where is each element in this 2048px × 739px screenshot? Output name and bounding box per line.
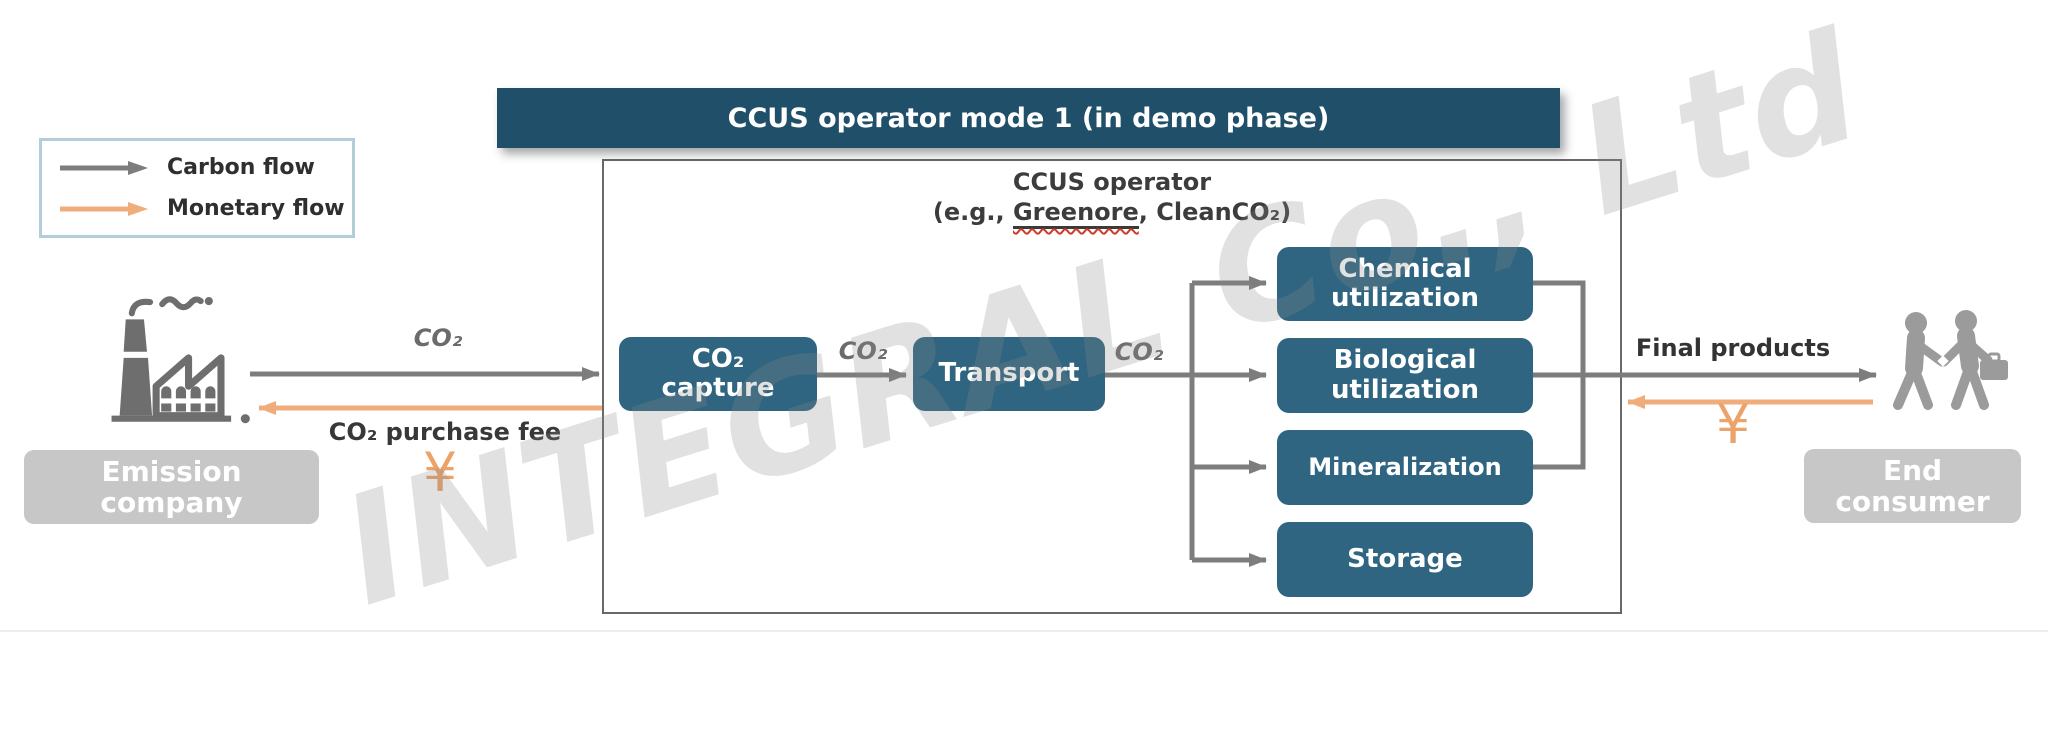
emission-company-label: Emission company [100,454,243,519]
operator-company-2: CleanCO₂ [1156,198,1281,226]
subtitle-suffix: ) [1280,198,1292,226]
legend-label-carbon: Carbon flow [167,155,315,180]
node-transport: Transport [913,337,1105,411]
node-mineralization-label: Mineralization [1308,453,1502,482]
end-consumer-label: End consumer [1835,453,1990,518]
co2-label-emission: CO₂ [413,324,463,352]
node-chemical-utilization: Chemical utilization [1277,247,1533,321]
node-storage-label: Storage [1347,543,1463,574]
yen-symbol-right: ¥ [1715,393,1751,456]
emission-company-badge: Emission company [24,450,319,524]
co2-label-capture-out: CO₂ [838,337,888,365]
carbon-flow-arrow-icon [60,160,148,175]
diagram-title: CCUS operator mode 1 (in demo phase) [727,102,1330,134]
node-mineralization: Mineralization [1277,430,1533,505]
legend-row-carbon: Carbon flow [58,155,352,180]
node-co2-capture-label: CO₂ capture [661,343,775,403]
co2-label-transport-out: CO₂ [1114,338,1164,366]
operator-title: CCUS operator [1012,168,1212,196]
diagram-title-bar: CCUS operator mode 1 (in demo phase) [497,88,1560,148]
yen-symbol-left: ¥ [422,441,458,504]
final-products-label: Final products [1635,334,1831,362]
node-chemical-utilization-label: Chemical utilization [1330,253,1480,313]
end-consumer-badge: End consumer [1804,449,2021,523]
handshake-people-icon [1893,310,2008,410]
node-biological-utilization-label: Biological utilization [1330,345,1480,405]
node-biological-utilization: Biological utilization [1277,338,1533,413]
factory-icon [111,296,250,424]
legend-row-monetary: Monetary flow [58,196,352,221]
subtitle-prefix: (e.g., [932,198,1013,226]
operator-subtitle: (e.g., Greenore, CleanCO₂) [602,197,1622,229]
legend-box: Carbon flow Monetary flow [39,138,355,238]
node-co2-capture: CO₂ capture [619,337,817,411]
ccus-operator-header: CCUS operator (e.g., Greenore, CleanCO₂) [602,167,1622,229]
subtitle-separator: , [1138,198,1157,226]
node-storage: Storage [1277,522,1533,597]
operator-company-1: Greenore [1012,198,1139,229]
node-transport-label: Transport [938,358,1080,389]
monetary-flow-arrow-icon [60,201,148,216]
purchase-fee-label: CO₂ purchase fee [328,418,562,446]
legend-label-monetary: Monetary flow [167,196,345,221]
page-divider-line [0,630,2048,632]
